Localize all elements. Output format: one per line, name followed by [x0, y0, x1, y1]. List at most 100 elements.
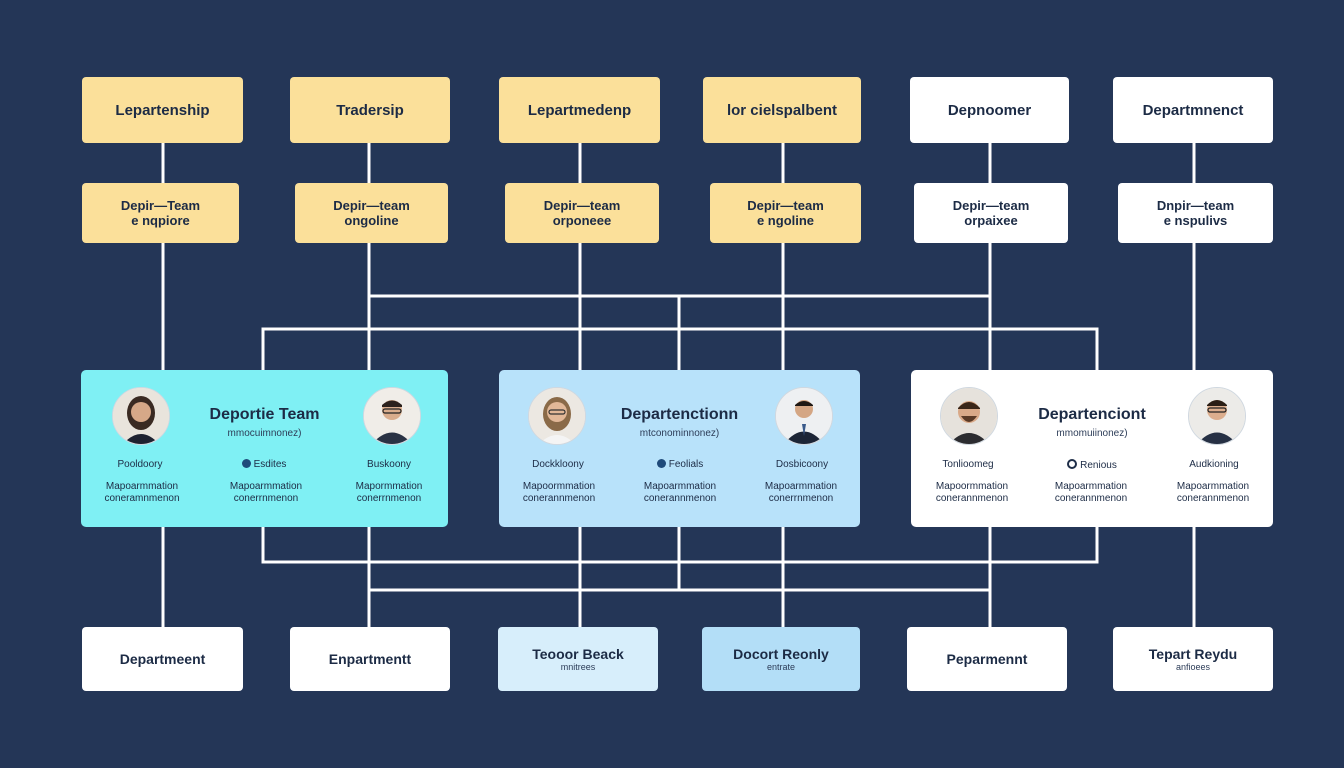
team-card-1[interactable]: Deportie Team mmocuimnonez) Pooldoory Es… — [81, 370, 448, 527]
top-node-label: lor cielspalbent — [726, 101, 838, 119]
team-card-subtitle: mmomuiinonez) — [1056, 428, 1128, 439]
role-label: Dosbicoony — [775, 459, 829, 470]
dot-icon — [656, 459, 666, 468]
member-line1: Mapoarmmation — [643, 481, 717, 492]
team-role-1: Pooldoory — [85, 459, 195, 470]
team-node-line2: e nqpiore — [131, 213, 190, 228]
bottom-node-sub: mnitrees — [560, 662, 596, 672]
bottom-node-label: Docort Reonly — [733, 646, 829, 662]
bottom-node-sub: entrate — [766, 662, 796, 672]
bottom-node-3[interactable]: Teooor Beack mnitrees — [498, 627, 658, 691]
bottom-node-label: Teooor Beack — [532, 646, 624, 662]
bottom-node-sub: anfioees — [1175, 662, 1211, 672]
member-line1: Mapoarmmation — [229, 481, 303, 492]
member-line1: Mapoarmmation — [105, 481, 179, 492]
team-node-2[interactable]: Depir—team ongoline — [295, 183, 448, 243]
bottom-node-2[interactable]: Enpartmentt — [290, 627, 450, 691]
role-label: Buskoony — [367, 459, 411, 470]
top-node-3[interactable]: Lepartmedenp — [499, 77, 660, 143]
team-card-2[interactable]: Departenctionn mtconominnonez) Dockkloon… — [499, 370, 860, 527]
member-line2: conerrnmenon — [768, 493, 834, 504]
team-card-subtitle: mtconominnonez) — [639, 428, 720, 439]
team-role-2: Esdites — [209, 459, 319, 470]
bottom-node-6[interactable]: Tepart Reydu anfioees — [1113, 627, 1273, 691]
top-node-label: Depnoomer — [947, 101, 1032, 119]
member-line1: Mapormmation — [355, 481, 423, 492]
top-node-1[interactable]: Lepartenship — [82, 77, 243, 143]
team-node-line2: e ngoline — [756, 213, 815, 228]
member-line1: Mapoarmmation — [764, 481, 838, 492]
member-line2: conerrnmenon — [233, 493, 299, 504]
avatar-woman-icon — [528, 387, 586, 445]
member-line1: Mapoarmmation — [1054, 481, 1128, 492]
top-node-5[interactable]: Depnoomer — [910, 77, 1069, 143]
team-node-line2: orpaixee — [964, 213, 1018, 228]
team-role-3: Audkioning — [1159, 459, 1269, 470]
team-node-3[interactable]: Depir—team orponeee — [505, 183, 659, 243]
team-node-5[interactable]: Depir—team orpaixee — [914, 183, 1068, 243]
member-line1: Mapoormmation — [522, 481, 596, 492]
team-card-subtitle: mmocuimnonez) — [227, 428, 302, 439]
top-node-label: Lepartenship — [115, 101, 210, 119]
top-node-2[interactable]: Tradersip — [290, 77, 450, 143]
member-line2: coneramnmenon — [104, 493, 180, 504]
avatar-man-icon — [940, 387, 998, 445]
top-node-4[interactable]: lor cielspalbent — [703, 77, 861, 143]
team-node-line2: ongoline — [344, 213, 399, 228]
top-node-label: Lepartmedenp — [527, 101, 632, 119]
top-node-label: Tradersip — [336, 101, 404, 119]
team-role-1: Dockkloony — [503, 459, 613, 470]
team-node-line2: orponeee — [552, 213, 612, 228]
avatar-man-icon — [775, 387, 833, 445]
team-role-2: Renious — [1037, 459, 1147, 471]
team-node-4[interactable]: Depir—team e ngoline — [710, 183, 861, 243]
member-line2: conerannmenon — [522, 493, 596, 504]
team-card-title: Deportie Team — [209, 406, 320, 423]
team-card-title: Departenctionn — [620, 406, 739, 423]
team-node-line1: Depir—Team — [120, 198, 201, 213]
member-line2: conerrnmenon — [356, 493, 422, 504]
team-card-3[interactable]: Departenciont mmomuiinonez) Tonlioomeg R… — [911, 370, 1273, 527]
role-label: Renious — [1080, 460, 1117, 471]
top-node-6[interactable]: Departmnenct — [1113, 77, 1273, 143]
team-node-line1: Depir—team — [543, 198, 621, 213]
team-node-line2: e nspulivs — [1163, 213, 1228, 228]
role-label: Audkioning — [1189, 459, 1239, 470]
team-role-3: Buskoony — [334, 459, 444, 470]
member-line2: conerannmenon — [1054, 493, 1128, 504]
bottom-node-label: Tepart Reydu — [1148, 646, 1238, 662]
bottom-node-label: Peparmennt — [946, 651, 1028, 667]
member-line2: conerannmenon — [643, 493, 717, 504]
member-line1: Mapoarmmation — [1176, 481, 1250, 492]
role-label: Pooldoory — [117, 459, 163, 470]
team-role-2: Feolials — [625, 459, 735, 470]
team-node-1[interactable]: Depir—Team e nqpiore — [82, 183, 239, 243]
avatar-woman-icon — [112, 387, 170, 445]
bottom-node-4[interactable]: Docort Reonly entrate — [702, 627, 860, 691]
bottom-node-1[interactable]: Departmeent — [82, 627, 243, 691]
avatar-man-icon — [363, 387, 421, 445]
team-node-6[interactable]: Dnpir—team e nspulivs — [1118, 183, 1273, 243]
role-label: Esdites — [253, 459, 287, 470]
role-label: Tonlioomeg — [942, 459, 994, 470]
team-card-title: Departenciont — [1038, 406, 1146, 423]
role-label: Feolials — [668, 459, 704, 470]
dot-icon — [241, 459, 251, 468]
ring-icon — [1067, 459, 1078, 469]
team-node-line1: Depir—team — [747, 198, 824, 213]
bottom-node-label: Departmeent — [119, 651, 206, 667]
top-node-label: Departmnenct — [1142, 101, 1244, 119]
bottom-node-5[interactable]: Peparmennt — [907, 627, 1067, 691]
avatar-man-icon — [1188, 387, 1246, 445]
team-role-3: Dosbicoony — [747, 459, 857, 470]
role-label: Dockkloony — [532, 459, 584, 470]
team-node-line1: Depir—team — [952, 198, 1030, 213]
